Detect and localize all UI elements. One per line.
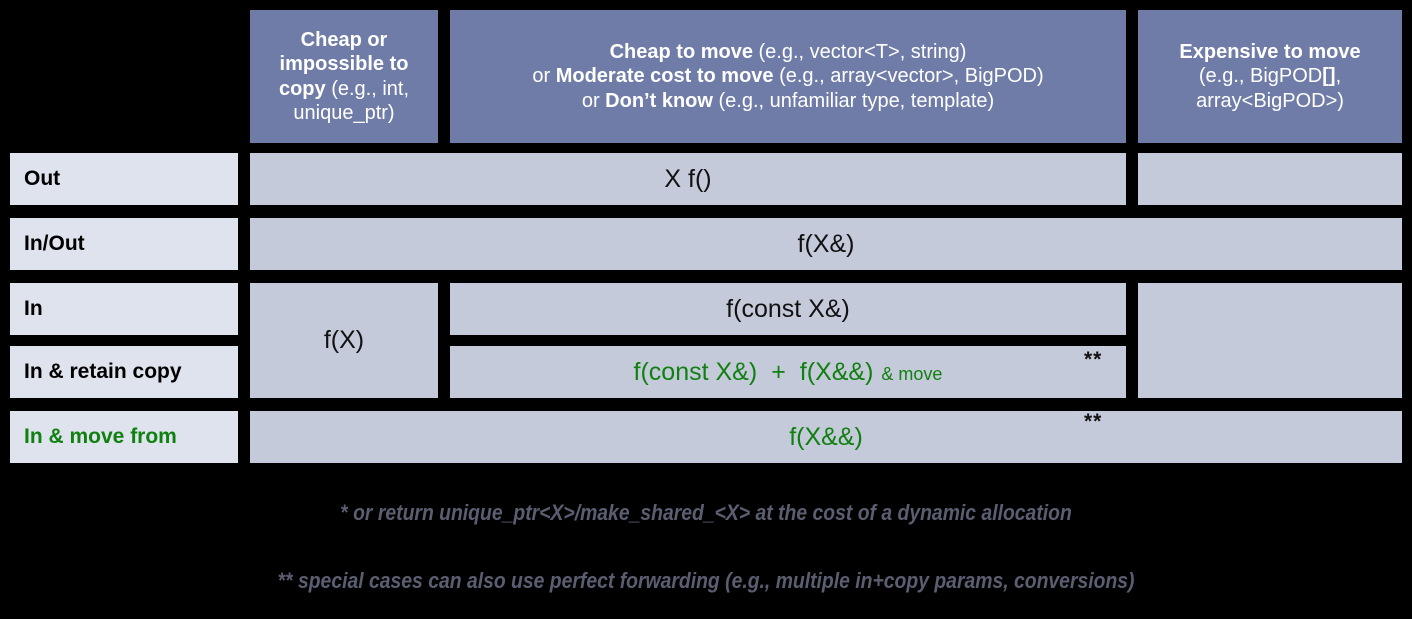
header-cheap-move-bold: Cheap to move bbox=[609, 40, 753, 63]
cell-in-value: f(const X&) bbox=[450, 283, 1126, 335]
header-expensive-line3: array<BigPOD>) bbox=[1196, 89, 1344, 112]
retain-copy-part3: & move bbox=[881, 363, 943, 384]
header-cheap-copy-bold: Cheap or impossible to copy bbox=[278, 28, 409, 100]
header-expensive-to-move: Expensive to move (e.g., BigPOD[], array… bbox=[1138, 10, 1402, 143]
header-cheap-move-rest: (e.g., vector<T>, string) bbox=[752, 40, 967, 63]
header-dontknow-bold: Don’t know bbox=[605, 89, 713, 112]
retain-copy-part2: f(X&&) bbox=[799, 357, 874, 386]
row-label-in: In bbox=[10, 283, 238, 335]
cell-in-expensive bbox=[1138, 283, 1402, 398]
table-corner-cell bbox=[10, 10, 238, 143]
cell-out-expensive bbox=[1138, 153, 1402, 205]
retain-copy-plus: + bbox=[771, 357, 786, 386]
footnote-marker-move-from: ** bbox=[1084, 410, 1103, 433]
header-cheap-impossible-copy: Cheap or impossible to copy (e.g., int, … bbox=[250, 10, 438, 143]
cell-out-value: X f() bbox=[250, 153, 1126, 205]
header-expensive-line2-end: , bbox=[1335, 65, 1342, 88]
footnote-double-star: ** special cases can also use perfect fo… bbox=[277, 568, 1135, 593]
header-dontknow-prefix: or bbox=[581, 89, 606, 112]
row-label-in-out: In/Out bbox=[10, 218, 238, 270]
header-moderate-prefix: or bbox=[532, 65, 556, 88]
header-expensive-line2: (e.g., BigPOD bbox=[1198, 65, 1323, 88]
header-dontknow-rest: (e.g., unfamiliar type, template) bbox=[712, 89, 995, 112]
header-expensive-bold: Expensive to move bbox=[1179, 40, 1361, 63]
header-moderate-bold: Moderate cost to move bbox=[555, 65, 774, 88]
retain-copy-part1: f(const X&) bbox=[633, 357, 758, 386]
cell-in-retain-copy-value: f(const X&) + f(X&&) & move bbox=[450, 346, 1126, 398]
header-expensive-brackets: [] bbox=[1322, 65, 1336, 88]
row-label-in-retain-copy: In & retain copy bbox=[10, 346, 238, 398]
header-cheap-copy-rest: (e.g., int, unique_ptr) bbox=[293, 77, 410, 124]
row-label-in-move-from: In & move from bbox=[10, 411, 238, 463]
cell-in-cheap-copy-fx: f(X) bbox=[250, 283, 438, 398]
cell-in-out-value: f(X&) bbox=[250, 218, 1402, 270]
cell-in-move-from-value: f(X&&) bbox=[250, 411, 1402, 463]
footnote-marker-retain-copy: ** bbox=[1084, 348, 1103, 371]
footnote-single-star: * or return unique_ptr<X>/make_shared_<X… bbox=[340, 500, 1072, 525]
header-cheap-to-move: Cheap to move (e.g., vector<T>, string) … bbox=[450, 10, 1126, 143]
row-label-out: Out bbox=[10, 153, 238, 205]
header-moderate-rest: (e.g., array<vector>, BigPOD) bbox=[773, 65, 1044, 88]
